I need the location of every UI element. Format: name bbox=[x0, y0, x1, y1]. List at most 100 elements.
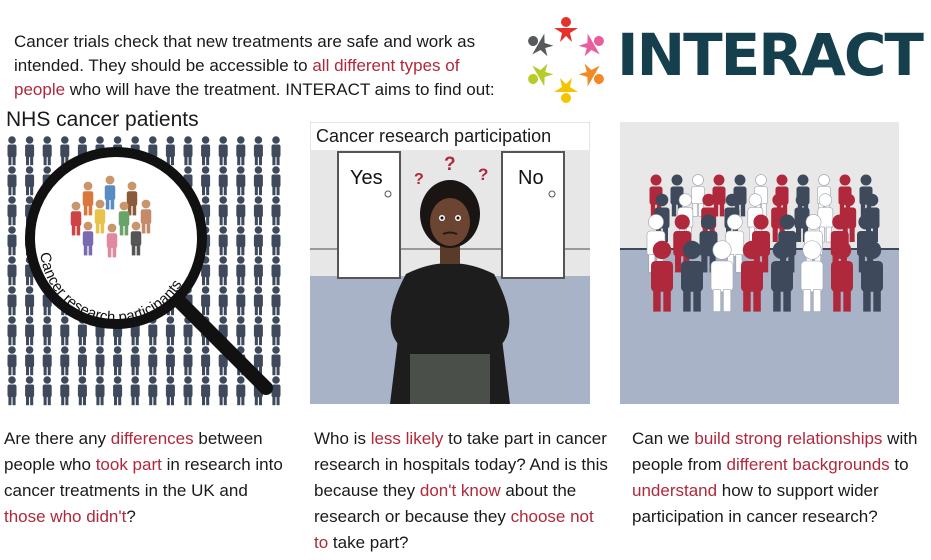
cap1-highlight-took-part: took part bbox=[95, 455, 162, 474]
person-icon bbox=[60, 316, 70, 346]
person-icon bbox=[741, 240, 763, 312]
person-icon bbox=[831, 240, 853, 312]
person-icon bbox=[201, 376, 211, 406]
panel2-caption: Who is less likely to take part in cance… bbox=[314, 426, 609, 556]
cap2-highlight-dont-know: don't know bbox=[419, 481, 501, 500]
person-icon bbox=[42, 346, 52, 376]
door-yes bbox=[337, 151, 401, 279]
cap2-text-c: to take part in cancer research in hospi… bbox=[314, 429, 608, 500]
person-icon bbox=[82, 221, 94, 256]
door-no-label: No bbox=[518, 167, 544, 189]
person-icon bbox=[201, 136, 211, 166]
person-icon bbox=[218, 196, 228, 226]
person-icon bbox=[95, 376, 105, 406]
svg-text:?: ? bbox=[444, 154, 456, 175]
person-icon bbox=[271, 346, 281, 376]
person-icon bbox=[201, 166, 211, 196]
cap3-text-a: Can we bbox=[632, 429, 695, 448]
person-icon bbox=[7, 316, 17, 346]
person-icon bbox=[7, 196, 17, 226]
cap2-text-g: take part? bbox=[328, 533, 409, 552]
person-icon bbox=[253, 226, 263, 256]
intro-text: Cancer trials check that new treatments … bbox=[14, 30, 514, 102]
person-icon bbox=[271, 286, 281, 316]
person-icon bbox=[681, 240, 703, 312]
person-icon bbox=[7, 376, 17, 406]
person-icon bbox=[183, 346, 193, 376]
person-icon bbox=[271, 376, 281, 406]
person-icon bbox=[183, 376, 193, 406]
person-icon bbox=[25, 346, 35, 376]
patients-crowd-illustration: Cancer research participants bbox=[7, 136, 281, 406]
person-icon bbox=[77, 346, 87, 376]
panel3-caption: Can we build strong relationships with p… bbox=[632, 426, 922, 530]
person-icon bbox=[25, 286, 35, 316]
cap1-text-a: Are there any bbox=[4, 429, 111, 448]
intro-highlight: all different types of people bbox=[14, 56, 460, 99]
person-icon bbox=[118, 201, 130, 236]
person-icon bbox=[7, 226, 17, 256]
person-icon bbox=[7, 136, 17, 166]
person-icon bbox=[271, 316, 281, 346]
door-no bbox=[501, 151, 565, 279]
person-icon bbox=[271, 256, 281, 286]
question-marks-icon: ? ? ? bbox=[414, 154, 488, 188]
person-icon bbox=[130, 221, 142, 256]
person-icon bbox=[861, 240, 883, 312]
panel1-caption: Are there any differences between people… bbox=[4, 426, 294, 530]
person-icon bbox=[201, 286, 211, 316]
person-icon bbox=[271, 136, 281, 166]
person-icon bbox=[148, 346, 158, 376]
cap1-text-c: between people who bbox=[4, 429, 263, 474]
cap1-text-g: ? bbox=[126, 507, 136, 526]
person-icon bbox=[253, 166, 263, 196]
person-icon bbox=[165, 346, 175, 376]
person-icon bbox=[253, 256, 263, 286]
person-icon bbox=[218, 166, 228, 196]
cap2-text-a: Who is bbox=[314, 429, 371, 448]
cap3-highlight-relationships: build strong relationships bbox=[694, 429, 883, 448]
cap1-highlight-didnt: those who didn't bbox=[4, 507, 127, 526]
cap2-text-e: about the research or because they bbox=[314, 481, 577, 526]
person-icon bbox=[94, 199, 106, 234]
person-icon bbox=[236, 286, 246, 316]
person-icon bbox=[253, 196, 263, 226]
person-icon bbox=[236, 226, 246, 256]
svg-text:?: ? bbox=[478, 165, 488, 184]
person-icon bbox=[218, 376, 228, 406]
person-icon bbox=[218, 286, 228, 316]
diverse-crowd-illustration bbox=[620, 122, 899, 404]
person-icon bbox=[218, 226, 228, 256]
person-icon bbox=[130, 346, 140, 376]
person-icon bbox=[165, 376, 175, 406]
person-icon bbox=[651, 240, 673, 312]
person-icon bbox=[7, 286, 17, 316]
person-icon bbox=[148, 376, 158, 406]
cap3-text-e: to bbox=[889, 455, 909, 474]
person-icon bbox=[42, 136, 52, 166]
person-icon bbox=[271, 226, 281, 256]
person-icon bbox=[183, 136, 193, 166]
person-icon bbox=[140, 199, 152, 234]
person-icon bbox=[42, 376, 52, 406]
person-icon bbox=[60, 346, 70, 376]
person-icon bbox=[236, 316, 246, 346]
person-icon bbox=[130, 376, 140, 406]
person-icon bbox=[236, 196, 246, 226]
cap3-highlight-backgrounds: different backgrounds bbox=[726, 455, 890, 474]
svg-text:?: ? bbox=[414, 171, 424, 188]
person-icon bbox=[82, 181, 94, 216]
person-icon bbox=[106, 223, 118, 258]
participation-choice-illustration: Yes No ? ? ? bbox=[310, 122, 590, 404]
person-icon bbox=[236, 166, 246, 196]
cap2-highlight-choose-not: choose not to bbox=[314, 507, 594, 552]
cap1-text-e: in research into cancer treatments in th… bbox=[4, 455, 283, 500]
cap1-highlight-differences: differences bbox=[110, 429, 194, 448]
person-icon bbox=[271, 166, 281, 196]
person-icon bbox=[60, 136, 70, 166]
person-icon bbox=[771, 240, 793, 312]
magnifier-icon bbox=[25, 147, 207, 329]
woman-figure-icon bbox=[390, 180, 510, 404]
person-icon bbox=[236, 376, 246, 406]
person-icon bbox=[60, 376, 70, 406]
